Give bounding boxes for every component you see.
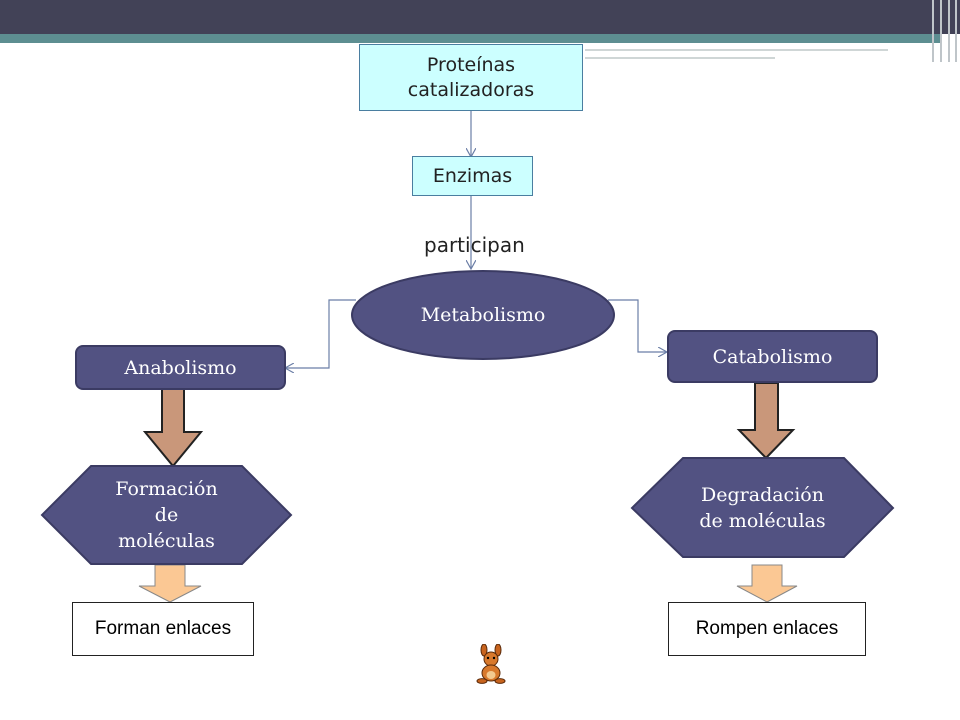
accent-vline: [948, 0, 950, 62]
catabolismo-box: Catabolismo: [667, 330, 878, 383]
connector-metabolismo-catabolismo: [608, 299, 666, 352]
participan-label: participan: [424, 233, 525, 257]
degradacion-label: Degradación de moléculas: [699, 483, 826, 532]
accent-vline: [940, 0, 942, 62]
rompen-enlaces-box: Rompen enlaces: [668, 602, 866, 656]
block-arrow-degradacion: [736, 564, 798, 603]
block-arrow-formacion: [138, 564, 202, 603]
kangaroo-icon: [476, 644, 506, 684]
accent-bar: [0, 34, 940, 43]
block-arrow-catabolismo: [736, 382, 796, 460]
block-arrow-anabolismo: [142, 388, 204, 468]
formacion-hexagon: [40, 465, 293, 565]
degradacion-hexagon: [630, 457, 895, 558]
connector-metabolismo-anabolismo: [286, 299, 356, 368]
anabolismo-box: Anabolismo: [75, 345, 286, 390]
proteinas-catalizadoras-box: Proteínas catalizadoras: [359, 44, 583, 111]
forman-enlaces-box: Forman enlaces: [72, 602, 254, 656]
accent-line: [585, 57, 775, 59]
accent-vline: [955, 0, 957, 62]
formacion-label: Formación de moléculas: [115, 478, 218, 552]
header-bar: [0, 0, 960, 34]
metabolismo-oval: [351, 270, 615, 360]
accent-vline: [932, 0, 934, 62]
accent-line: [585, 49, 888, 51]
enzimas-box: Enzimas: [412, 156, 533, 196]
metabolismo-label: Metabolismo: [420, 304, 546, 326]
